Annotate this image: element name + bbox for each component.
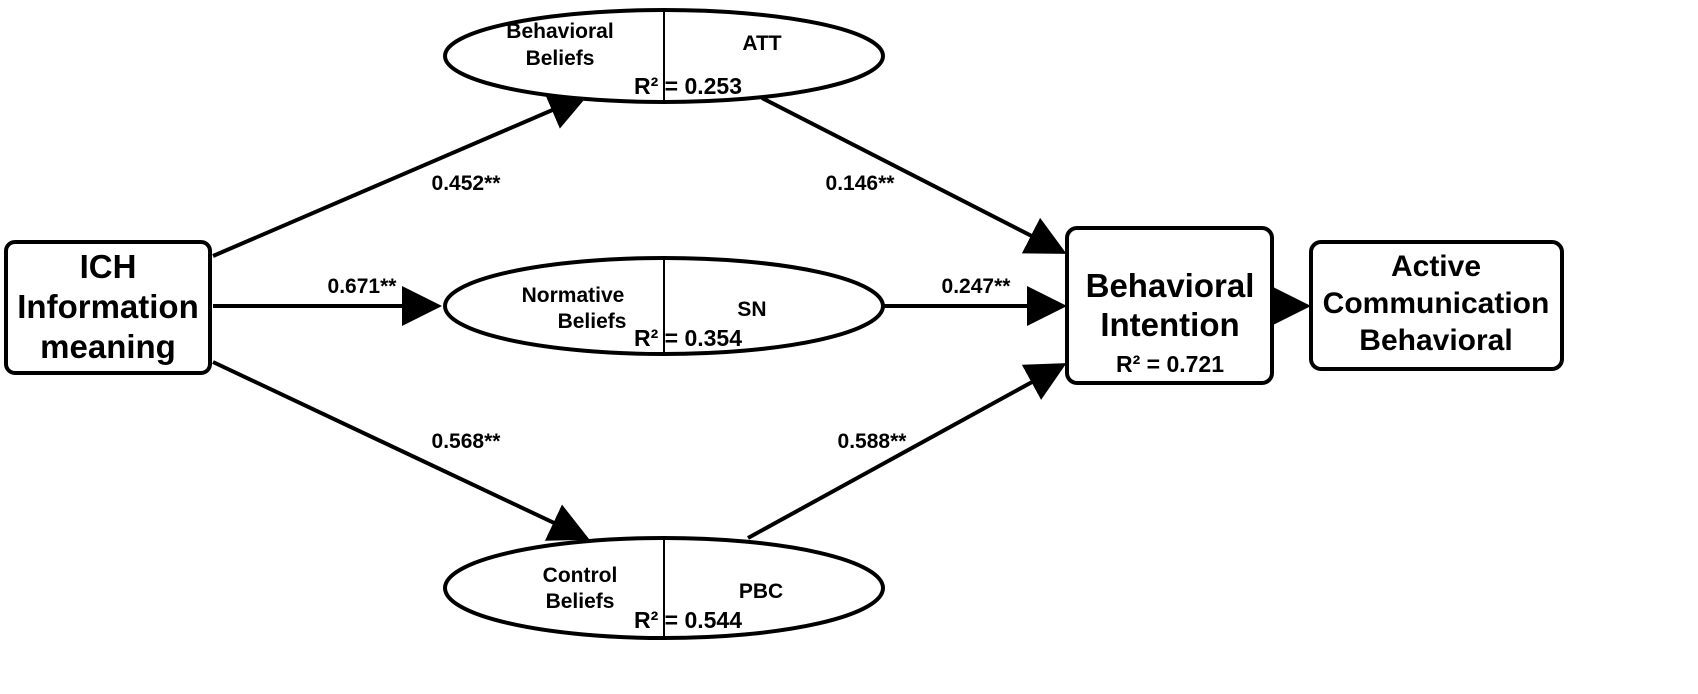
coef-ich-sn: 0.671** [328,275,398,298]
pbc-left-line-2: Beliefs [546,590,615,613]
att-label: ATT [742,32,781,55]
arrow-ich-to-att [212,91,589,258]
sn-left-line-1: Normative [522,284,625,307]
ich-line-2: Information [17,288,198,325]
active-communication-node: Active Communication Behavioral [1309,240,1564,371]
att-left-line-1: Behavioral [506,20,613,43]
att-r2: R² = 0.253 [634,73,742,99]
att-left-line-2: Beliefs [526,47,595,70]
active-line-1: Active [1391,250,1481,283]
pbc-label: PBC [739,580,783,603]
arrow-ich-to-pbc [212,360,590,541]
coef-ich-pbc: 0.568** [432,430,502,453]
pbc-r2: R² = 0.544 [634,607,742,633]
pbc-left-line-1: Control [543,564,618,587]
arrow-pbc-to-intention [747,363,1067,540]
coef-sn-bi: 0.247** [942,275,1012,298]
arrows [212,91,1311,541]
sn-label: SN [737,298,766,321]
arrow-att-to-intention [761,96,1067,254]
att-ellipse-node: Behavioral Beliefs ATT R² = 0.253 [443,8,885,104]
coef-att-bi: 0.146** [826,172,896,195]
coef-pbc-bi: 0.588** [838,430,908,453]
sn-left-line-2: Beliefs [558,310,627,333]
active-line-2: Communication [1323,287,1550,320]
ich-line-1: ICH [80,248,137,285]
active-line-3: Behavioral [1359,324,1512,357]
coef-ich-att: 0.452** [432,172,502,195]
intention-line-1: Behavioral [1086,267,1255,304]
sn-r2: R² = 0.354 [634,325,742,351]
pbc-ellipse-node: Control Beliefs PBC R² = 0.544 [443,536,885,640]
ich-line-3: meaning [40,328,176,365]
path-coefficients: 0.452** 0.671** 0.568** 0.146** 0.247** … [328,172,1012,453]
intention-line-2: Intention [1100,306,1239,343]
intention-r2: R² = 0.721 [1116,351,1224,377]
sn-ellipse-node: Normative Beliefs SN R² = 0.354 [443,256,885,356]
ich-information-node: ICH Information meaning [4,240,212,375]
behavioral-intention-node: Behavioral Intention R² = 0.721 [1065,226,1274,385]
